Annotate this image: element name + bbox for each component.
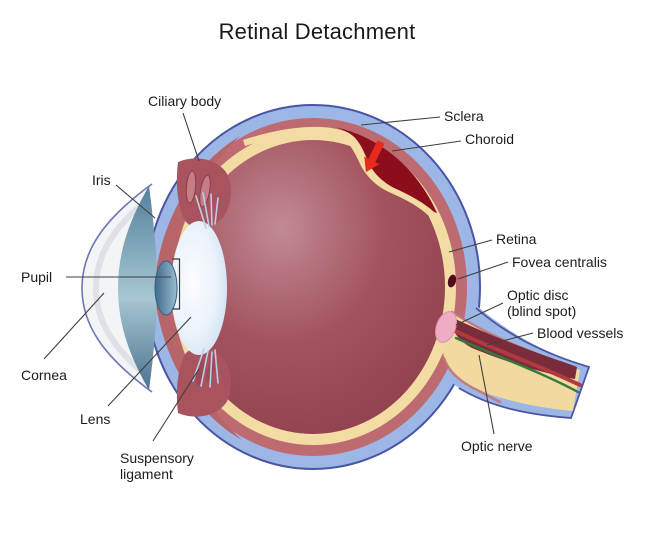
blood-vessel-green <box>454 336 580 394</box>
leader-fovea <box>457 261 509 280</box>
label-suspensory-line1: Suspensory <box>120 450 194 466</box>
pupil-bracket <box>172 258 181 310</box>
label-retina: Retina <box>496 231 537 247</box>
ciliary-process <box>199 174 211 208</box>
blood-vessel-red <box>451 328 582 387</box>
lens <box>171 221 227 355</box>
optic-nerve-outline <box>458 307 591 419</box>
leader-blood-vessels <box>486 332 534 346</box>
label-optic-disc: Optic disc (blind spot) <box>507 287 576 319</box>
label-lens: Lens <box>80 411 111 427</box>
leader-cornea <box>43 292 105 360</box>
leader-optic-disc <box>455 302 504 326</box>
label-ciliary-body: Ciliary body <box>148 93 222 109</box>
choroid-front-extension <box>154 136 242 440</box>
suspensory-ligament-fibers <box>192 192 219 388</box>
fovea-centralis <box>447 274 457 288</box>
cornea-shading <box>92 195 151 381</box>
leader-lens <box>107 316 192 407</box>
label-suspensory-ligament: Suspensory ligament <box>120 450 194 482</box>
iris <box>118 186 157 390</box>
label-suspensory-line2: ligament <box>120 466 173 482</box>
vitreous-body <box>181 140 445 434</box>
detachment-arrow-icon <box>364 140 385 172</box>
detached-retina <box>243 126 434 217</box>
label-iris: Iris <box>92 172 111 188</box>
pupil-opening <box>154 260 178 316</box>
label-fovea-centralis: Fovea centralis <box>512 254 607 270</box>
leader-optic-nerve <box>478 354 495 435</box>
ciliary-process <box>185 170 197 204</box>
label-sclera: Sclera <box>444 108 484 124</box>
leader-iris <box>115 184 156 219</box>
ciliary-body-lower <box>176 346 232 417</box>
label-optic-disc-line1: Optic disc <box>507 287 569 303</box>
label-optic-nerve: Optic nerve <box>461 438 533 454</box>
detachment-pocket <box>334 127 437 213</box>
label-choroid: Choroid <box>465 131 515 147</box>
label-cornea: Cornea <box>21 367 67 383</box>
optic-disc <box>435 311 457 343</box>
leader-retina <box>448 239 493 253</box>
leader-ciliary-body <box>182 112 200 162</box>
leader-choroid <box>391 140 462 152</box>
cornea <box>82 184 152 392</box>
label-blood-vessels: Blood vessels <box>537 325 624 341</box>
nerve-maroon-core <box>449 316 577 379</box>
label-pupil: Pupil <box>21 269 53 285</box>
cornea-outline <box>81 183 153 393</box>
leader-lines <box>43 112 534 442</box>
leader-sclera <box>360 116 441 126</box>
leader-suspensory <box>152 368 200 442</box>
choroid-nerve-strip-bottom <box>442 356 502 404</box>
diagram-title: Retinal Detachment <box>218 19 416 44</box>
label-optic-disc-line2: (blind spot) <box>507 303 577 319</box>
